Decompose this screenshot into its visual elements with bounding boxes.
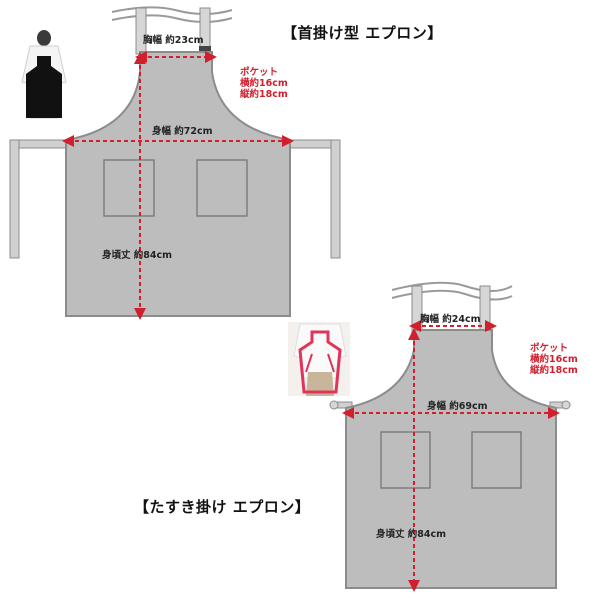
cross-apron-pocket-title: ポケット — [530, 343, 569, 354]
neck-apron-body-length-label: 身頃丈 約84cm — [102, 250, 173, 261]
cross-apron-body-length-label: 身頃丈 約84cm — [376, 529, 447, 540]
cross-apron-pocket-note: ポケット 横約16cm 縦約18cm — [530, 343, 578, 376]
neck-apron-tie-left-hang — [9, 139, 20, 259]
neck-apron-pocket-height: 縦約18cm — [240, 89, 288, 100]
model1-head — [37, 30, 51, 46]
neck-apron-body-width-label: 身幅 約72cm — [152, 126, 213, 137]
neck-apron-neck-strap — [111, 6, 233, 23]
neck-apron-pocket-width: 横約16cm — [240, 78, 288, 89]
neck-apron-model-photo — [21, 30, 67, 119]
neck-apron-figure — [9, 6, 341, 320]
neck-apron-pocket-note: ポケット 横約16cm 縦約18cm — [240, 67, 288, 100]
cross-apron-chest-width-label: 胸幅 約24cm — [420, 314, 481, 325]
neck-apron-title: 【首掛け型 エプロン】 — [282, 24, 443, 42]
cross-apron-straps — [391, 281, 513, 301]
model2-pants — [306, 372, 334, 396]
cross-apron-pocket-right — [471, 431, 522, 489]
cross-apron-body — [345, 329, 557, 589]
neck-apron-pocket-right — [196, 159, 248, 217]
neck-apron-tie-right-hang — [330, 139, 341, 259]
model1-apron — [26, 56, 62, 118]
neck-apron-chest-width-label: 胸幅 約23cm — [143, 35, 204, 46]
neck-apron-strap-left — [135, 7, 147, 55]
model2-apron — [298, 330, 342, 394]
neck-apron-pocket-left — [103, 159, 155, 217]
cross-apron-model-photo — [288, 322, 350, 396]
cross-apron-pocket-left — [380, 431, 431, 489]
neck-apron-pocket-title: ポケット — [240, 67, 279, 78]
cross-apron-figure — [329, 281, 571, 592]
cross-apron-pocket-height: 縦約18cm — [530, 365, 578, 376]
neck-apron-body — [65, 51, 291, 317]
cross-apron-title: 【たすき掛け エプロン】 — [134, 498, 311, 516]
cross-apron-button-left — [329, 400, 339, 410]
cross-apron-body-width-label: 身幅 約69cm — [427, 401, 488, 412]
cross-apron-button-right — [561, 400, 571, 410]
neck-apron-buckle — [199, 46, 211, 53]
model2-apron-tie — [305, 353, 335, 373]
cross-apron-pocket-width: 横約16cm — [530, 354, 578, 365]
